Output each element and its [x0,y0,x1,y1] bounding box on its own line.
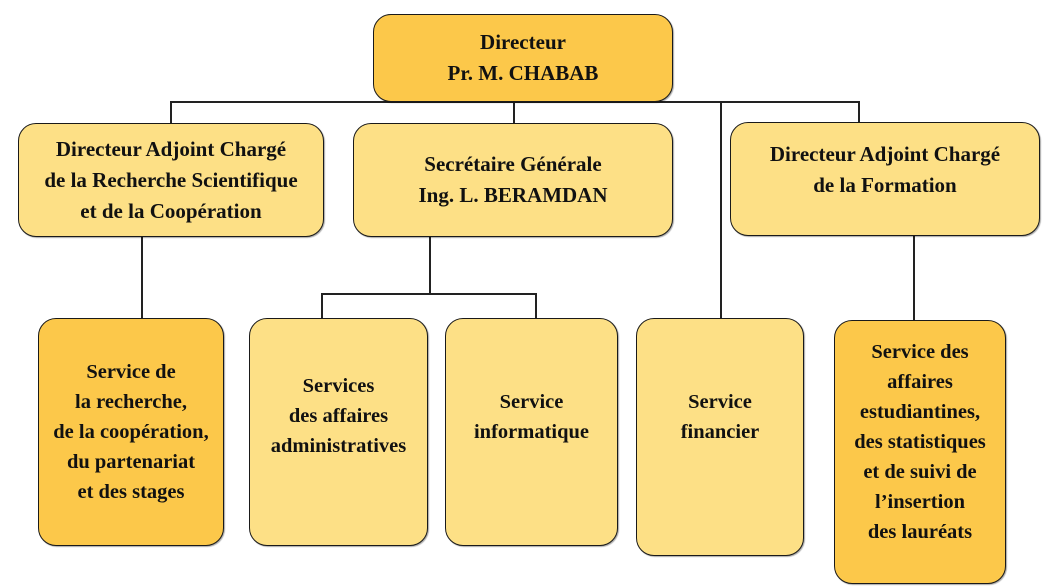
node-text-line: Services [302,375,375,397]
node-text-line: de la Formation [813,173,957,197]
node-text-line: Directeur Adjoint Chargé [769,142,1001,166]
node-text-line: administratives [270,435,407,457]
connector-to-deputy-training [858,101,860,123]
node-text-line: Service [688,391,752,413]
node-text-line: informatique [473,421,590,443]
connector-to-deputy-research [170,101,172,123]
node-text-line: et de la Coopération [80,198,262,223]
node-director-title: Directeur [480,30,566,54]
node-deputy-training[interactable]: Directeur Adjoint Chargé de la Formation [730,122,1040,236]
node-text-line: Service des [871,341,969,363]
node-text-line: la recherche, [75,391,187,413]
node-text-line: et des stages [77,481,185,503]
node-service-admin[interactable]: Services des affaires administratives [249,318,428,546]
connector-director-down [513,100,515,124]
node-text-line: de la Recherche Scientifique [44,167,298,192]
node-service-research[interactable]: Service de la recherche, de la coopérati… [38,318,224,546]
node-text-line: et de suivi de [863,461,977,483]
connector-to-service-it [535,293,537,319]
connector-research-to-service [141,236,143,319]
node-secretary-general[interactable]: Secrétaire Générale Ing. L. BERAMDAN [353,123,673,237]
node-text-line: de la coopération, [53,421,209,443]
node-text-line: l’insertion [875,491,965,513]
node-text-line: affaires [887,371,953,393]
node-text-line: du partenariat [66,451,196,473]
node-text-line: estudiantines, [859,401,981,423]
node-director-name: Pr. M. CHABAB [447,61,599,85]
connector-to-service-finance [720,101,722,319]
connector-secretary-down [429,236,431,294]
node-text-line: des lauréats [867,521,973,543]
node-text-line: des statistiques [854,431,986,453]
node-text-line: financier [680,421,760,443]
node-text-line: Service de [86,361,176,383]
node-service-finance[interactable]: Service financier [636,318,804,556]
connector-to-service-admin [321,293,323,319]
connector-secretary-bus [321,293,536,295]
node-secretary-name: Ing. L. BERAMDAN [418,183,608,207]
connector-training-to-service [913,235,915,321]
node-text-line: des affaires [288,405,389,427]
node-secretary-title: Secrétaire Générale [424,152,602,176]
node-service-it[interactable]: Service informatique [445,318,618,546]
node-text-line: Service [499,391,564,413]
node-service-students[interactable]: Service des affaires estudiantines, des … [834,320,1006,584]
node-deputy-research[interactable]: Directeur Adjoint Chargé de la Recherche… [18,123,324,237]
node-text-line: Directeur Adjoint Chargé [55,136,287,161]
node-director[interactable]: Directeur Pr. M. CHABAB [373,14,673,102]
